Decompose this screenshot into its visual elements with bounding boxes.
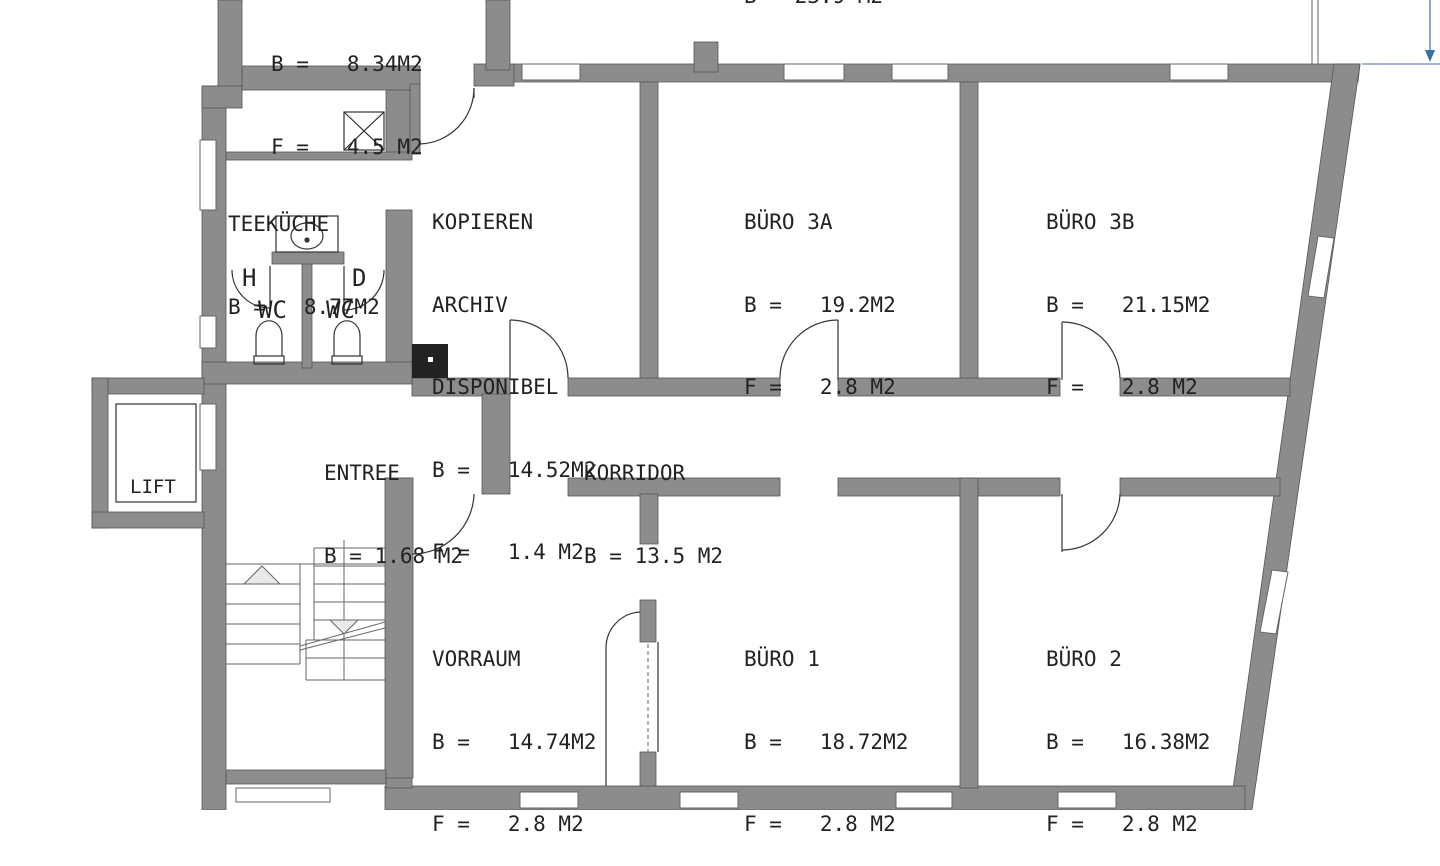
room-buero1-area: B = 18.72M2 [744,729,909,754]
shaft-box-icon [343,111,385,151]
staircase [226,540,386,681]
toilet-left-icon [253,320,285,365]
room-buero3a-name: BÜRO 3A [744,210,833,234]
room-buero3a-window: F = 2.8 M2 [744,375,896,399]
dimension-arrow-icon [1362,0,1440,65]
interior-walls [91,81,1291,789]
room-buero3b-window: F = 2.8 M2 [1046,375,1198,399]
door-swings [231,87,1121,555]
room-top-left-area: B = 8.34M2 [271,52,423,76]
room-kopieren-line1: KOPIEREN [432,210,534,234]
room-top-left-label: B = 8.34M2 F = 4.5 M2 [271,0,423,189]
lift-label: LIFT [130,476,176,498]
room-buero2-name: BÜRO 2 [1046,647,1122,671]
room-vorraum-area: B = 14.74M2 [432,729,597,754]
windows [199,63,1335,809]
room-teekueche: TEEKÜCHE B = 8.77M2 [228,156,380,349]
room-buero3b: BÜRO 3B B = 21.15M2 F = 2.8 M2 [1046,154,1210,429]
room-vorraum: VORRAUM B = 14.74M2 F = 2.8 M2 [432,591,596,866]
vorraum-sliding-door [605,599,659,787]
room-kopieren-line2: ARCHIV [432,292,508,317]
room-teekueche-area: B = 8.77M2 [228,294,380,319]
room-buero2-window: F = 2.8 M2 [1046,812,1198,836]
wc-women-symbol: D [352,264,367,292]
room-vorraum-window: F = 2.8 M2 [432,812,584,836]
lift-shaft [115,403,197,503]
room-buero2-area: B = 16.38M2 [1046,729,1211,754]
room-entree-area: B = 1.68 M2 [324,543,464,568]
room-vorraum-name: VORRAUM [432,647,521,671]
room-top-left-window: F = 4.5 M2 [271,134,423,159]
room-buero3a-area: B = 19.2M2 [744,292,896,317]
room-buero2: BÜRO 2 B = 16.38M2 F = 2.8 M2 [1046,591,1210,866]
room-teekueche-name: TEEKÜCHE [228,212,330,236]
room-kopieren-window: F = 1.4 M2 [432,540,584,564]
room-buero3b-name: BÜRO 3B [1046,210,1135,234]
wc-left-label: WC [258,296,287,324]
floor-plan: .w { fill:#8c8c8c; stroke:#555; stroke-w… [91,0,1440,810]
sink-icon [275,215,339,253]
wc-right-label: WC [326,296,355,324]
room-kopieren-line3: DISPONIBEL [432,375,559,399]
room-buero3a: BÜRO 3A B = 19.2M2 F = 2.8 M2 [744,154,896,429]
room-top-large-area: B = 23.9 M2 [744,0,883,11]
room-kopieren-area: B = 14.52M2 [432,457,597,482]
room-korridor-area: B = 13.5 M2 [584,543,724,568]
room-buero3b-area: B = 21.15M2 [1046,292,1211,317]
room-entree-name: ENTREE [324,461,400,485]
toilet-right-icon [331,320,363,365]
wc-men-symbol: H [242,264,257,292]
room-buero1: BÜRO 1 B = 18.72M2 F = 2.8 M2 [744,591,908,866]
room-korridor-name: KORRIDOR [584,461,686,485]
room-entree: ENTREE B = 1.68 M2 [324,405,463,598]
room-korridor: KORRIDOR B = 13.5 M2 [584,405,723,598]
room-buero1-name: BÜRO 1 [744,647,820,671]
room-kopieren: KOPIEREN ARCHIV DISPONIBEL B = 14.52M2 F… [432,154,596,594]
room-buero1-window: F = 2.8 M2 [744,812,896,836]
